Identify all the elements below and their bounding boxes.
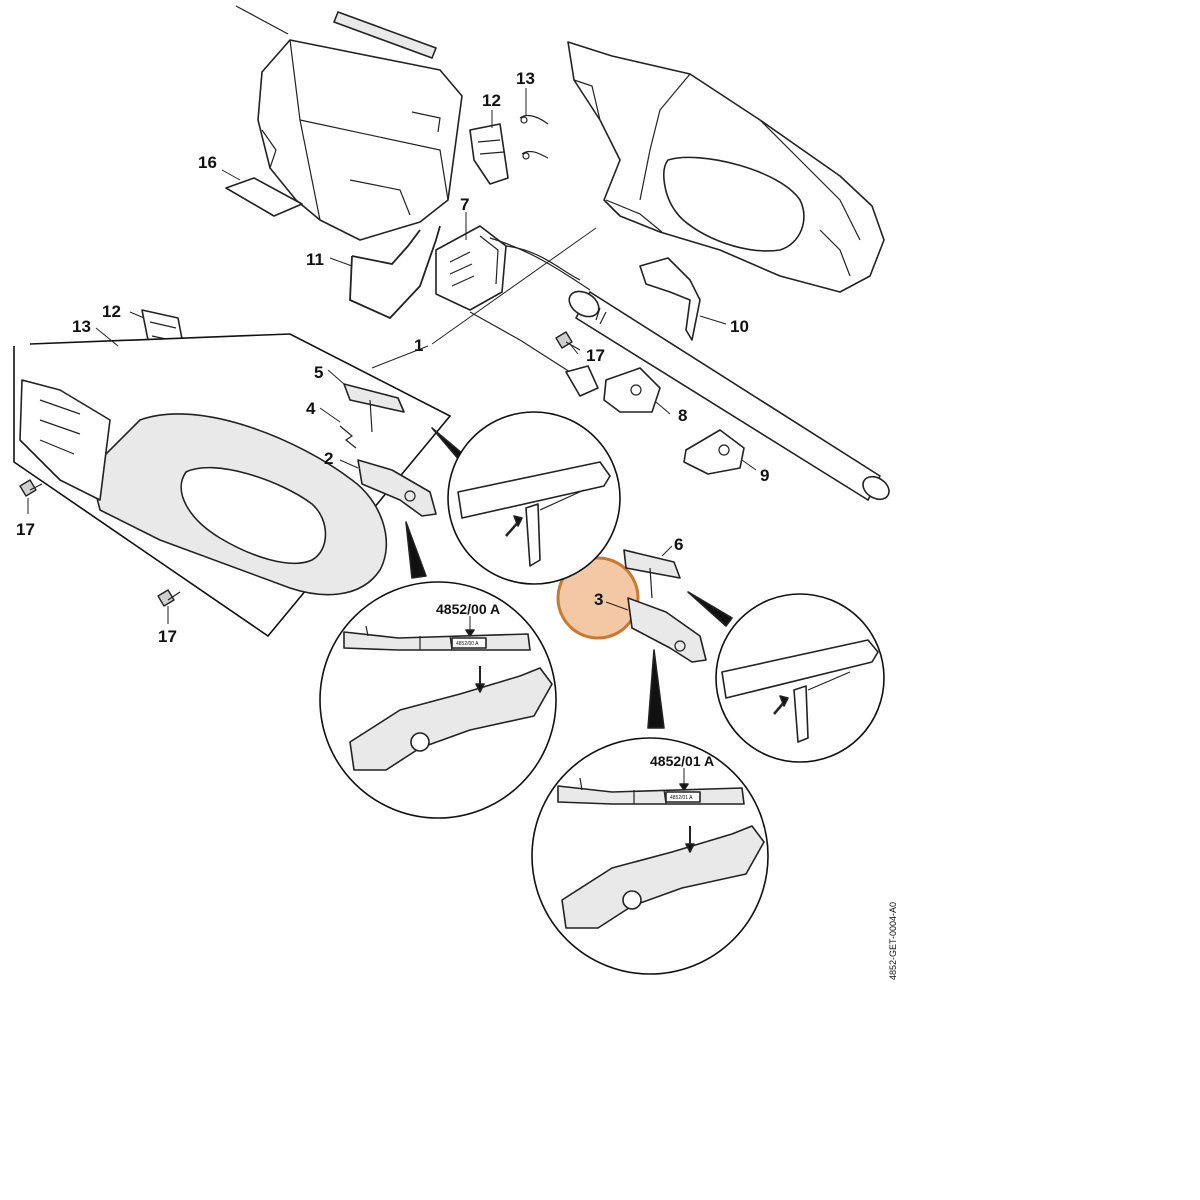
switch-part-10 bbox=[639, 257, 701, 341]
handle-housing-top bbox=[567, 41, 885, 293]
part-6-slider bbox=[623, 549, 681, 599]
cable-line bbox=[469, 237, 591, 373]
screw-17-b bbox=[19, 479, 43, 497]
label-part-4: 4 bbox=[306, 399, 316, 418]
switch-part-9 bbox=[683, 429, 745, 475]
shaft-tube bbox=[568, 290, 890, 501]
label-part-1: 1 bbox=[414, 336, 423, 355]
leader-lines bbox=[27, 88, 757, 624]
detail-circle-part-3 bbox=[531, 649, 769, 975]
part-2-lever bbox=[357, 459, 437, 517]
label-part-17-right: 17 bbox=[586, 346, 605, 365]
screw-17-c bbox=[157, 589, 181, 607]
small-springs-top bbox=[519, 114, 549, 160]
label-part-5: 5 bbox=[314, 363, 323, 382]
label-part-6: 6 bbox=[674, 535, 683, 554]
label-part-13-top: 13 bbox=[516, 69, 535, 88]
label-part-8: 8 bbox=[678, 406, 687, 425]
detail-circle-part-6 bbox=[687, 591, 885, 763]
label-part-2: 2 bbox=[324, 449, 333, 468]
handle-housing-lower bbox=[19, 379, 388, 596]
wire-spring bbox=[349, 225, 441, 320]
label-part-12-top: 12 bbox=[482, 91, 501, 110]
label-part-3: 3 bbox=[594, 590, 603, 609]
label-part-17-left: 17 bbox=[16, 520, 35, 539]
variant-code-01-small: 4852/01 A bbox=[670, 795, 693, 801]
label-part-16: 16 bbox=[198, 153, 217, 172]
switch-part-8 bbox=[565, 365, 661, 413]
highlight-circle bbox=[556, 556, 640, 640]
part-3-lever bbox=[627, 597, 707, 663]
label-part-17-bottom: 17 bbox=[158, 627, 177, 646]
screw-17-a bbox=[555, 331, 581, 351]
label-part-12-left: 12 bbox=[102, 302, 121, 321]
motor-housing-cover bbox=[235, 5, 463, 241]
detail-circle-part-2 bbox=[319, 521, 557, 819]
part-5-slider bbox=[343, 383, 405, 433]
switch-board bbox=[435, 225, 581, 311]
label-part-9: 9 bbox=[760, 466, 769, 485]
variant-code-00-small: 4852/00 A bbox=[456, 641, 479, 647]
part-4-spring bbox=[339, 425, 357, 449]
label-part-10: 10 bbox=[730, 317, 749, 336]
label-part-13-left: 13 bbox=[72, 317, 91, 336]
document-id: 4852-GET-0004-A0 bbox=[888, 902, 898, 980]
variant-code-01: 4852/01 A bbox=[650, 753, 714, 769]
hinge-bracket-top bbox=[469, 123, 509, 185]
label-part-11: 11 bbox=[306, 250, 324, 269]
detail-circle-part-5 bbox=[431, 411, 621, 585]
label-part-7: 7 bbox=[460, 195, 469, 214]
variant-code-00: 4852/00 A bbox=[436, 601, 500, 617]
label-sticker bbox=[225, 177, 303, 217]
